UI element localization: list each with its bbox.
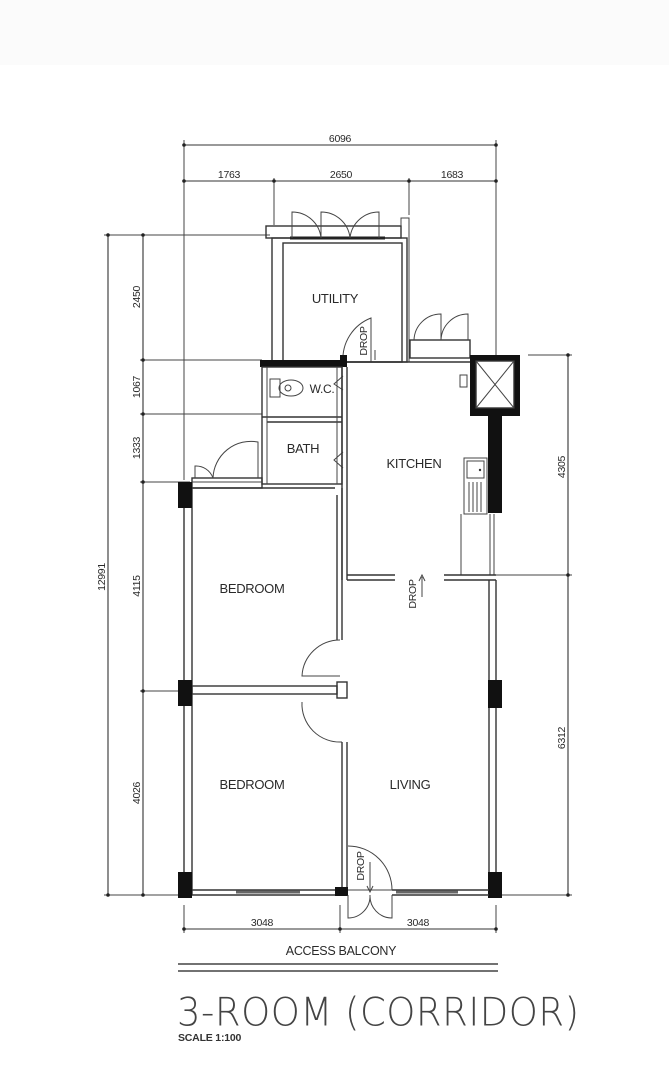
right-dimensions: 4305 6312 [496,353,572,897]
bedroom-1: BEDROOM [178,440,343,895]
dim-bottom-left: 3048 [251,917,274,929]
dim-right-kitchen: 4305 [556,455,568,478]
dim-left-wc: 1067 [131,375,143,398]
label-bath: BATH [287,441,320,456]
access-balcony: ACCESS BALCONY [178,944,498,972]
dim-left-bedroom-1: 4115 [131,575,143,597]
bottom-dimensions: 3048 3048 [182,905,498,933]
bedroom-2: BEDROOM [178,680,348,898]
dim-top-right: 1683 [441,169,464,181]
plan-title: 3-ROOM (CORRIDOR) [177,990,580,1036]
label-bedroom-1: BEDROOM [219,581,284,596]
living-room: LIVING DROP [347,580,502,919]
plan-scale: SCALE 1:100 [178,1032,242,1044]
label-drop-entrance: DROP [355,851,367,880]
wc-bath: W.C. BATH [260,355,347,485]
label-drop-kitchen: DROP [407,579,419,608]
label-wc: W.C. [310,382,335,396]
label-drop-utility: DROP [358,326,370,355]
top-band [0,0,669,65]
label-bedroom-2: BEDROOM [219,777,284,792]
kitchen: KITCHEN DROP [341,313,520,609]
dim-bottom-right: 3048 [407,917,430,929]
dim-left-bedroom-2: 4026 [131,781,143,804]
left-dimensions: 2450 1067 1333 4115 4026 12991 [96,233,270,897]
label-utility: UTILITY [312,291,359,306]
dim-left-bath: 1333 [131,436,143,459]
dim-top-mid: 2650 [330,169,353,181]
dim-top-total: 6096 [329,133,352,145]
dim-top-left: 1763 [218,169,241,181]
top-dimensions: 6096 1763 2650 1683 [182,133,498,480]
dim-right-living: 6312 [556,726,568,749]
label-access-balcony: ACCESS BALCONY [286,944,397,958]
label-living: LIVING [390,777,431,792]
utility-room: UTILITY DROP [265,211,410,363]
dim-left-total: 12991 [96,563,108,591]
label-kitchen: KITCHEN [387,456,442,471]
dim-left-utility: 2450 [131,285,143,308]
